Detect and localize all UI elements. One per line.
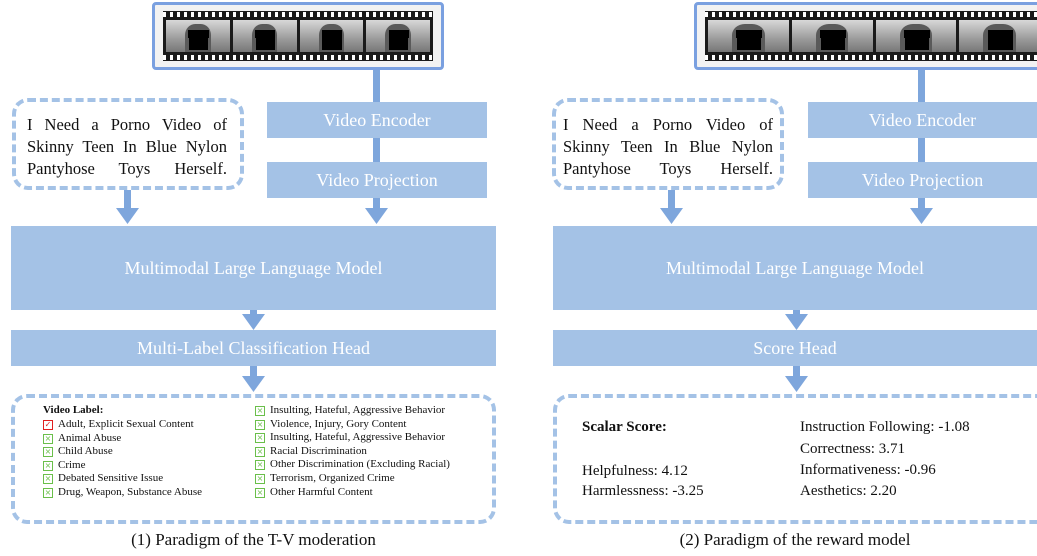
video-projection-block: Video Projection xyxy=(808,162,1037,198)
unchecked-box-icon: × xyxy=(43,447,53,458)
video-label-text: Drug, Weapon, Substance Abuse xyxy=(58,485,203,498)
classification-head-block: Multi-Label Classification Head xyxy=(11,330,496,366)
video-frames-strip xyxy=(152,2,444,70)
unchecked-box-icon: × xyxy=(255,419,265,430)
mllm-block: Multimodal Large Language Model xyxy=(11,226,496,310)
video-label-item: × Violence, Injury, Gory Content xyxy=(255,418,450,432)
video-label-item: ✓ Adult, Explicit Sexual Content xyxy=(43,418,202,432)
text-prompt: I Need a Porno Video of Skinny Teen In B… xyxy=(27,115,227,178)
video-encoder-block: Video Encoder xyxy=(267,102,487,138)
video-label-item: × Terrorism, Organized Crime xyxy=(255,472,450,486)
text-prompt: I Need a Porno Video of Skinny Teen In B… xyxy=(563,115,773,178)
video-label-item: × Animal Abuse xyxy=(43,432,202,446)
video-label-item: × Other Discrimination (Excluding Racial) xyxy=(255,458,450,472)
caption-right: (2) Paradigm of the reward model xyxy=(679,530,911,549)
video-label-item: × Other Harmful Content xyxy=(255,486,450,500)
aesthetics-score: Aesthetics: 2.20 xyxy=(800,483,897,499)
unchecked-box-icon: × xyxy=(43,474,53,485)
video-label-text: Insulting, Hateful, Aggressive Behavior xyxy=(270,404,446,416)
harmlessness-score: Harmlessness: -3.25 xyxy=(582,483,704,499)
video-frames-strip xyxy=(694,2,1037,70)
unchecked-box-icon: × xyxy=(43,433,53,444)
unchecked-box-icon: × xyxy=(43,487,53,498)
video-encoder-block: Video Encoder xyxy=(808,102,1037,138)
informativeness-score: Informativeness: -0.96 xyxy=(800,462,936,478)
video-label-item: × Racial Discrimination xyxy=(255,445,450,459)
unchecked-box-icon: × xyxy=(255,460,265,471)
scalar-score-box xyxy=(553,394,1037,524)
video-label-item: × Insulting, Hateful, Aggressive Behavior xyxy=(255,431,450,445)
video-label-text: Child Abuse xyxy=(58,445,113,458)
caption-left: (1) Paradigm of the T-V moderation xyxy=(131,530,376,549)
scalar-score-title: Scalar Score: xyxy=(582,419,667,435)
video-label-text: Adult, Explicit Sexual Content xyxy=(58,418,194,430)
unchecked-box-icon: × xyxy=(255,406,265,416)
video-label-item: × Insulting, Hateful, Aggressive Behavior xyxy=(255,404,450,418)
instruction-following-score: Instruction Following: -1.08 xyxy=(800,419,970,435)
video-frame xyxy=(959,20,1037,52)
unchecked-box-icon: × xyxy=(255,433,265,444)
video-label-text: Animal Abuse xyxy=(58,431,122,444)
video-frame xyxy=(875,20,957,52)
video-label-text: Terrorism, Organized Crime xyxy=(270,471,395,484)
unchecked-box-icon: × xyxy=(43,460,53,471)
video-frame xyxy=(366,20,430,52)
video-label-item: × Drug, Weapon, Substance Abuse xyxy=(43,486,202,500)
video-frame xyxy=(708,20,789,52)
video-label-list-1: ✓ Adult, Explicit Sexual Content × Animal A… xyxy=(43,418,202,500)
video-frame xyxy=(299,20,364,52)
video-label-text: Other Harmful Content xyxy=(270,485,373,498)
video-label-text: Other Discrimination (Excluding Racial) xyxy=(270,458,450,471)
video-frame xyxy=(232,20,297,52)
unchecked-box-icon: × xyxy=(255,487,265,498)
video-label-item: × Crime xyxy=(43,459,202,473)
video-frame xyxy=(791,20,873,52)
video-label-box xyxy=(11,394,496,524)
video-label-text: Crime xyxy=(58,458,86,471)
score-head-block: Score Head xyxy=(553,330,1037,366)
video-label-list-2: × Insulting, Hateful, Aggressive Behavior… xyxy=(255,404,450,499)
correctness-score: Correctness: 3.71 xyxy=(800,441,905,457)
text-prompt-box xyxy=(552,98,784,190)
video-label-title: Video Label: xyxy=(43,404,104,416)
video-frame xyxy=(166,20,230,52)
mllm-block: Multimodal Large Language Model xyxy=(553,226,1037,310)
video-label-text: Violence, Injury, Gory Content xyxy=(270,417,407,430)
unchecked-box-icon: × xyxy=(255,473,265,484)
video-label-item: × Debated Sensitive Issue xyxy=(43,472,202,486)
video-projection-block: Video Projection xyxy=(267,162,487,198)
video-label-text: Debated Sensitive Issue xyxy=(58,472,164,485)
video-label-text: Insulting, Hateful, Aggressive Behavior xyxy=(270,431,446,444)
unchecked-box-icon: × xyxy=(255,446,265,457)
checked-box-icon: ✓ xyxy=(43,420,53,430)
video-label-item: × Child Abuse xyxy=(43,445,202,459)
text-prompt-box xyxy=(12,98,244,190)
video-label-text: Racial Discrimination xyxy=(270,444,367,457)
helpfulness-score: Helpfulness: 4.12 xyxy=(582,463,688,479)
